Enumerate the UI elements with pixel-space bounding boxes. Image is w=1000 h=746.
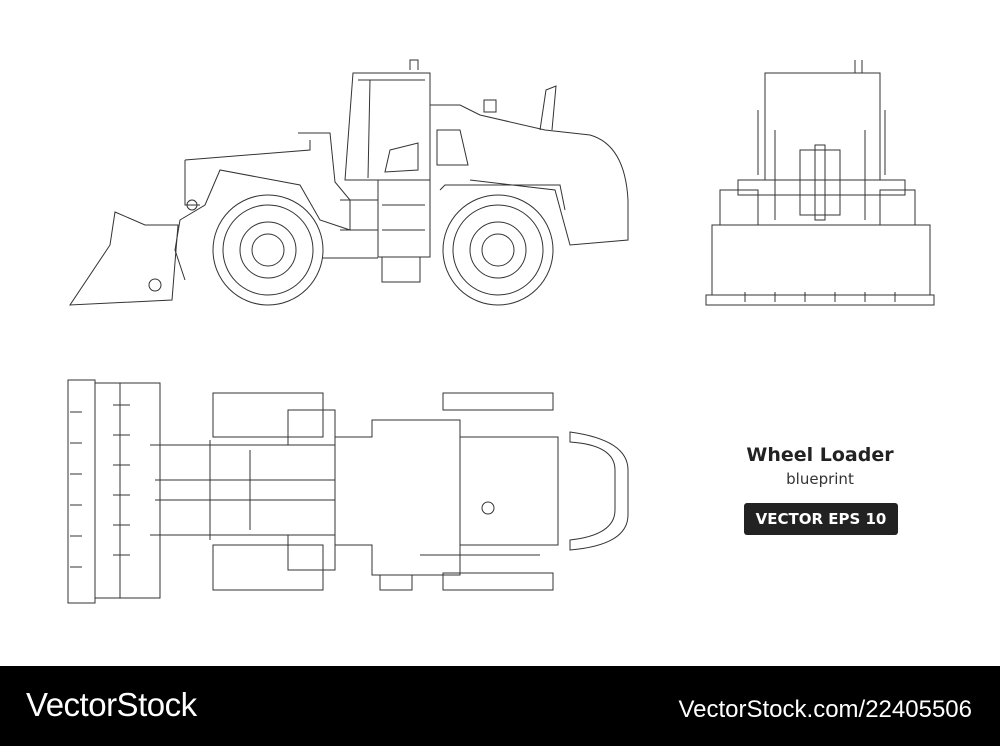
footer-bar: VectorStock VectorStock.com/22405506	[0, 666, 1000, 746]
brand-logo: VectorStock	[26, 686, 197, 723]
front-view	[705, 60, 935, 306]
vector-eps-badge: VECTOR EPS 10	[744, 503, 898, 535]
subtitle: blueprint	[786, 470, 854, 488]
top-view	[67, 379, 629, 604]
image-reference: VectorStock.com/22405506	[678, 696, 972, 723]
wheel-loader-drawings	[67, 59, 935, 604]
title: Wheel Loader	[746, 444, 894, 466]
side-view	[69, 59, 629, 306]
